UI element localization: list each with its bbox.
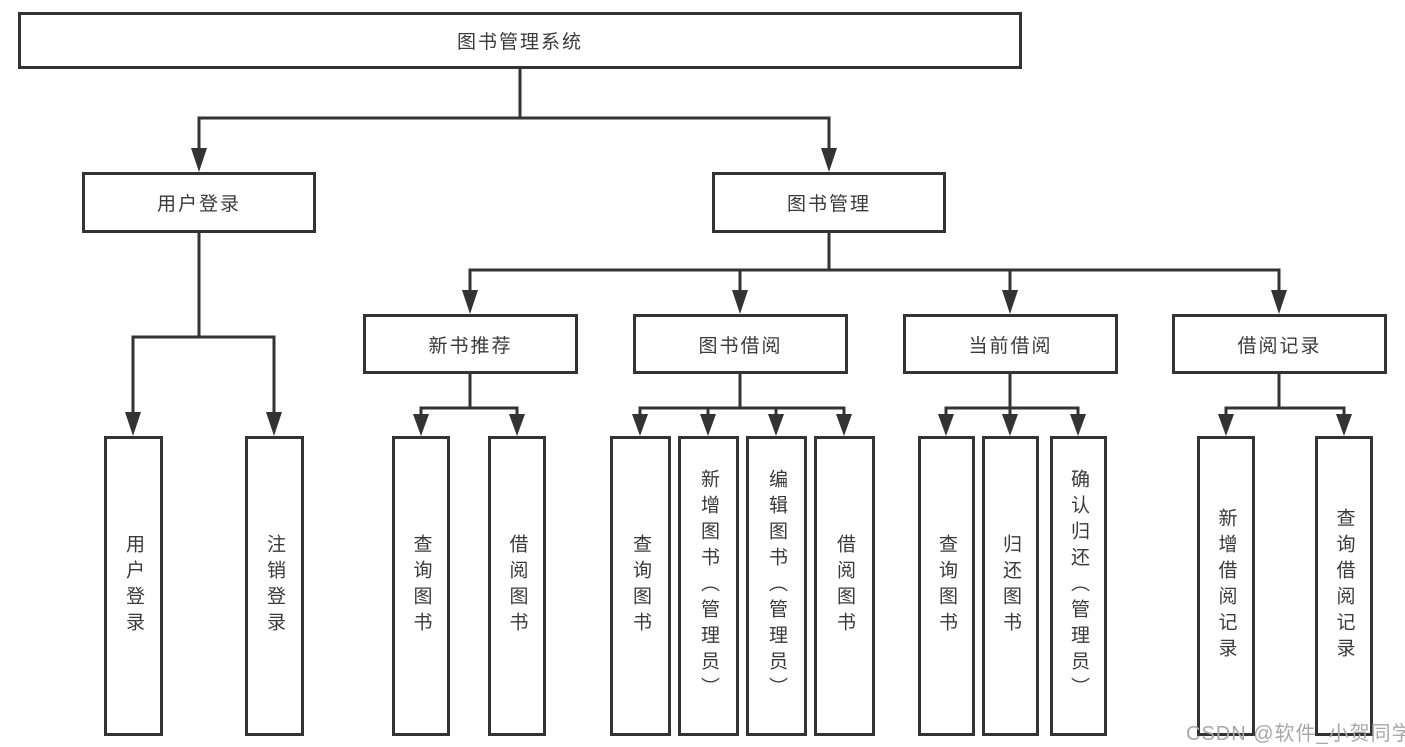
node-query-books-current-label: 查询图书 (936, 534, 957, 638)
node-return-books-label: 归还图书 (1000, 534, 1021, 638)
node-user-login-leaf: 用户登录 (104, 436, 163, 736)
node-borrow-records: 借阅记录 (1172, 314, 1387, 374)
node-add-borrow-record: 新增借阅记录 (1197, 436, 1255, 736)
node-query-books-recommend-label: 查询图书 (410, 534, 432, 638)
node-add-borrow-record-label: 新增借阅记录 (1215, 508, 1237, 664)
node-query-books-current: 查询图书 (918, 436, 975, 736)
node-borrow-records-label: 借阅记录 (1237, 335, 1322, 357)
node-user-login: 用户登录 (82, 172, 316, 233)
node-add-books-admin-label: 新增图书（管理员） (698, 469, 719, 703)
node-add-books-admin: 新增图书（管理员） (678, 436, 739, 736)
node-logout-leaf-label: 注销登录 (264, 534, 285, 638)
node-borrow-books: 借阅图书 (814, 436, 875, 736)
node-confirm-return-admin-label: 确认归还（管理员） (1068, 469, 1089, 703)
node-edit-books-admin: 编辑图书（管理员） (746, 436, 807, 736)
node-query-books-borrow-label: 查询图书 (630, 534, 651, 638)
node-query-books-recommend: 查询图书 (392, 436, 450, 736)
node-book-borrow-label: 图书借阅 (698, 335, 783, 357)
node-borrow-books-recommend: 借阅图书 (488, 436, 546, 736)
node-query-books-borrow: 查询图书 (610, 436, 671, 736)
node-book-borrow: 图书借阅 (633, 314, 848, 374)
csdn-watermark: CSDN @软件_小贺同学 (1186, 723, 1405, 745)
node-return-books: 归还图书 (982, 436, 1039, 736)
node-library-system: 图书管理系统 (18, 12, 1022, 69)
node-user-login-label: 用户登录 (156, 194, 241, 215)
node-confirm-return-admin: 确认归还（管理员） (1050, 436, 1107, 736)
node-query-borrow-record-label: 查询借阅记录 (1333, 508, 1355, 664)
node-user-login-leaf-label: 用户登录 (123, 534, 144, 638)
node-logout-leaf: 注销登录 (245, 436, 304, 736)
node-current-borrow: 当前借阅 (903, 314, 1118, 374)
node-new-book-recommend: 新书推荐 (363, 314, 578, 374)
node-book-management-label: 图书管理 (786, 194, 871, 215)
node-query-borrow-record: 查询借阅记录 (1315, 436, 1373, 736)
node-new-book-recommend-label: 新书推荐 (428, 335, 513, 357)
node-borrow-books-label: 借阅图书 (834, 534, 855, 638)
node-borrow-books-recommend-label: 借阅图书 (506, 534, 528, 638)
node-edit-books-admin-label: 编辑图书（管理员） (766, 469, 787, 703)
node-book-management: 图书管理 (712, 172, 946, 233)
node-library-system-label: 图书管理系统 (456, 32, 583, 53)
node-current-borrow-label: 当前借阅 (968, 335, 1053, 357)
